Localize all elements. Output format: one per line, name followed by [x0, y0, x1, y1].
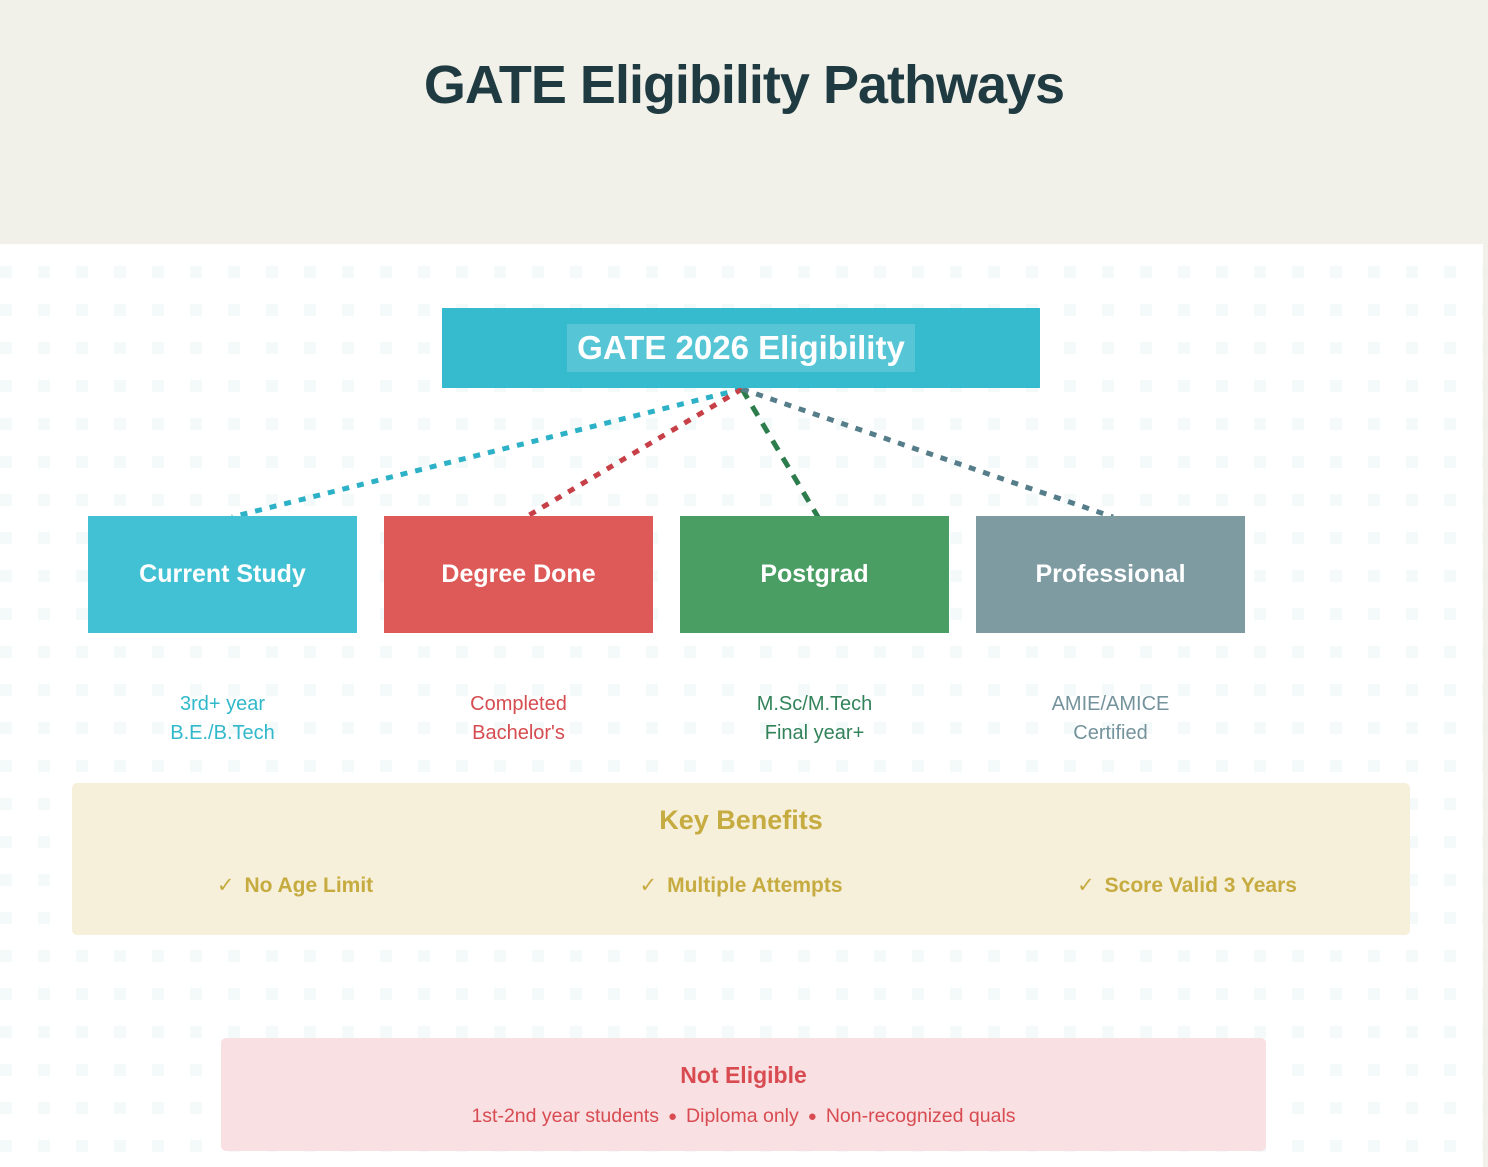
key-benefits-row: ✓ No Age Limit ✓ Multiple Attempts ✓ Score … [72, 873, 1410, 898]
branch-node-current-study: Current Study [88, 516, 357, 633]
sublabel-line: 3rd+ year [179, 693, 266, 715]
branch-node-degree-done: Degree Done [384, 516, 653, 633]
sublabel-degree-done: Completed Bachelor's [384, 690, 653, 748]
sublabel-line: B.E./B.Tech [170, 722, 275, 744]
branch-node-label: Professional [1035, 560, 1186, 588]
bullet-separator-icon: ● [807, 1108, 817, 1125]
checkmark-icon: ✓ [216, 874, 235, 897]
branch-node-label: Current Study [139, 560, 306, 588]
key-benefits-panel: Key Benefits ✓ No Age Limit ✓ Multiple Att… [72, 783, 1410, 935]
benefit-label: No Age Limit [244, 874, 374, 897]
checkmark-icon: ✓ [1077, 874, 1095, 897]
not-eligible-item: Diploma only [686, 1105, 799, 1127]
sublabel-line: M.Sc/M.Tech [756, 693, 873, 715]
sublabel-line: Completed [470, 693, 567, 715]
branch-node-postgrad: Postgrad [680, 516, 949, 633]
benefit-score-valid: ✓ Score Valid 3 Years [964, 873, 1410, 898]
benefit-multiple-attempts: ✓ Multiple Attempts [518, 873, 964, 898]
key-benefits-title: Key Benefits [659, 805, 823, 835]
root-node-label: GATE 2026 Eligibility [567, 324, 915, 372]
root-node-gate-2026-eligibility: GATE 2026 Eligibility [442, 308, 1040, 388]
benefit-label: Multiple Attempts [667, 874, 843, 897]
page-title: GATE Eligibility Pathways [423, 55, 1065, 116]
not-eligible-items: 1st-2nd year students ● Diploma only ● Non-r… [221, 1105, 1266, 1128]
branch-node-professional: Professional [976, 516, 1245, 633]
benefit-label: Score Valid 3 Years [1104, 874, 1297, 897]
sublabel-professional: AMIE/AMICE Certified [976, 690, 1245, 748]
sublabel-current-study: 3rd+ year B.E./B.Tech [88, 690, 357, 748]
sublabel-line: AMIE/AMICE [1051, 693, 1170, 715]
bullet-separator-icon: ● [667, 1108, 678, 1125]
sublabel-line: Bachelor's [472, 722, 565, 744]
not-eligible-item: Non-recognized quals [825, 1105, 1016, 1127]
not-eligible-title: Not Eligible [680, 1062, 807, 1088]
checkmark-icon: ✓ [639, 874, 658, 897]
sublabel-postgrad: M.Sc/M.Tech Final year+ [680, 690, 949, 748]
branch-node-label: Degree Done [441, 560, 596, 588]
not-eligible-panel: Not Eligible 1st-2nd year students ● Diplo… [221, 1038, 1266, 1151]
benefit-no-age-limit: ✓ No Age Limit [72, 873, 518, 898]
branch-node-label: Postgrad [760, 560, 869, 588]
sublabel-line: Final year+ [764, 722, 865, 744]
sublabel-line: Certified [1073, 722, 1148, 744]
not-eligible-item: 1st-2nd year students [471, 1105, 659, 1127]
